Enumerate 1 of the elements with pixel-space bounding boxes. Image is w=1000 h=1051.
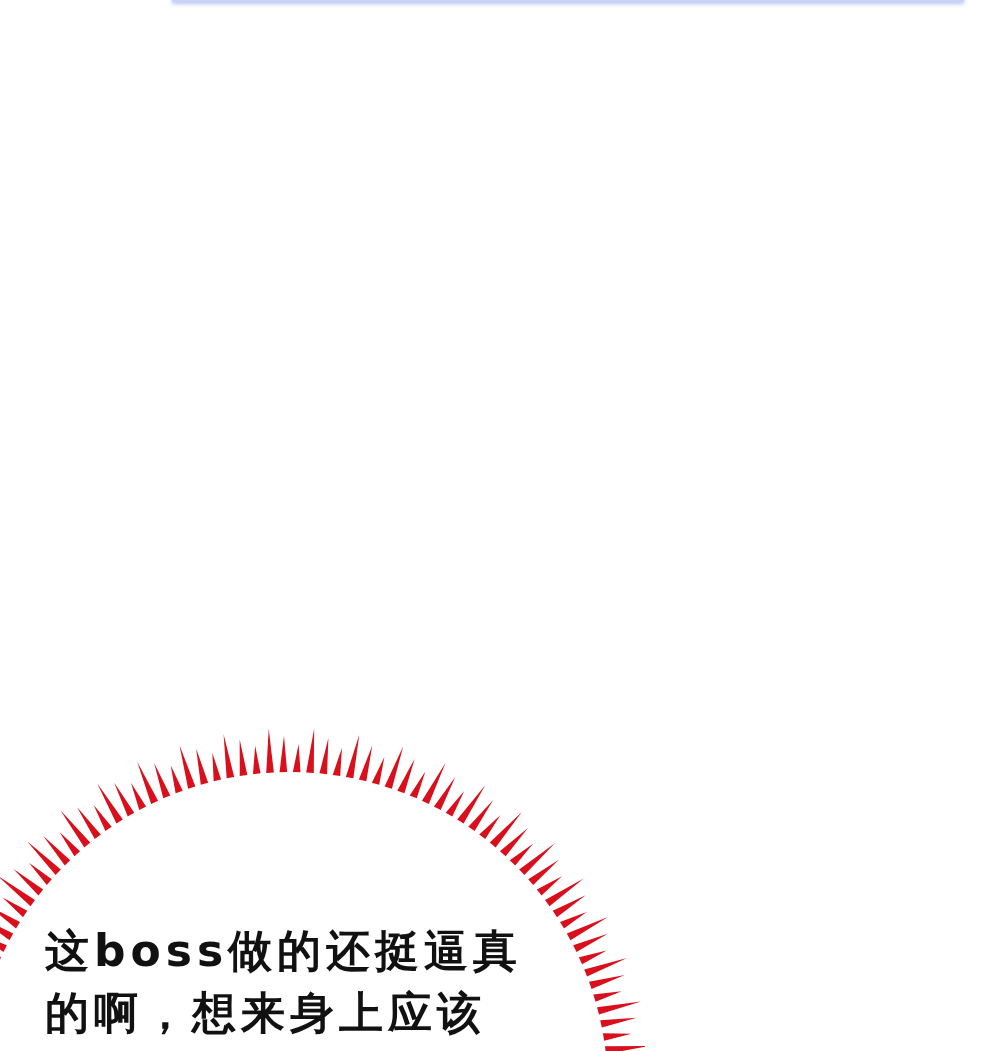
speech-text: 这boss做的还挺逼真的啊，想来身上应该 — [45, 924, 524, 1040]
